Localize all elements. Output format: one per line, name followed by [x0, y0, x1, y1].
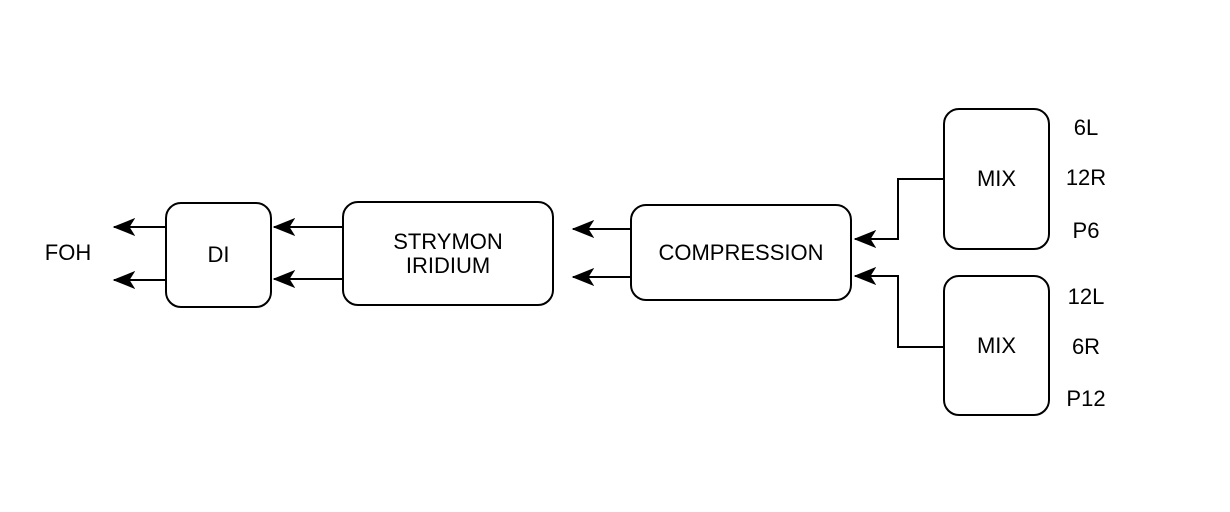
mix-bottom-channel-label-6r: 6R [1071, 334, 1101, 359]
node-di: DI [165, 202, 272, 308]
node-mix-top: MIX [943, 108, 1050, 250]
connector-mix-bottom-to-compression [855, 276, 943, 348]
strymon-label-line1: STRYMON [393, 228, 503, 254]
node-strymon-iridium: STRYMON IRIDIUM [342, 201, 554, 306]
mix-bottom-channel-label-p12: P12 [1066, 386, 1106, 411]
connector-mix-top-to-compression [855, 178, 943, 239]
node-di-label: DI [207, 242, 230, 267]
mix-top-channel-label-p6: P6 [1072, 218, 1100, 243]
mix-bottom-channel-label-12l: 12L [1067, 284, 1105, 309]
node-mix-top-label: MIX [976, 166, 1017, 191]
node-strymon-iridium-label: STRYMON IRIDIUM [393, 228, 503, 278]
foh-label: FOH [44, 240, 92, 265]
mix-top-channel-label-12r: 12R [1065, 165, 1107, 190]
mix-top-channel-label-6l: 6L [1073, 115, 1099, 140]
node-mix-bottom: MIX [943, 275, 1050, 416]
node-compression: COMPRESSION [630, 204, 852, 301]
node-compression-label: COMPRESSION [658, 239, 824, 265]
node-mix-bottom-label: MIX [976, 332, 1017, 358]
strymon-label-line2: IRIDIUM [405, 252, 491, 278]
